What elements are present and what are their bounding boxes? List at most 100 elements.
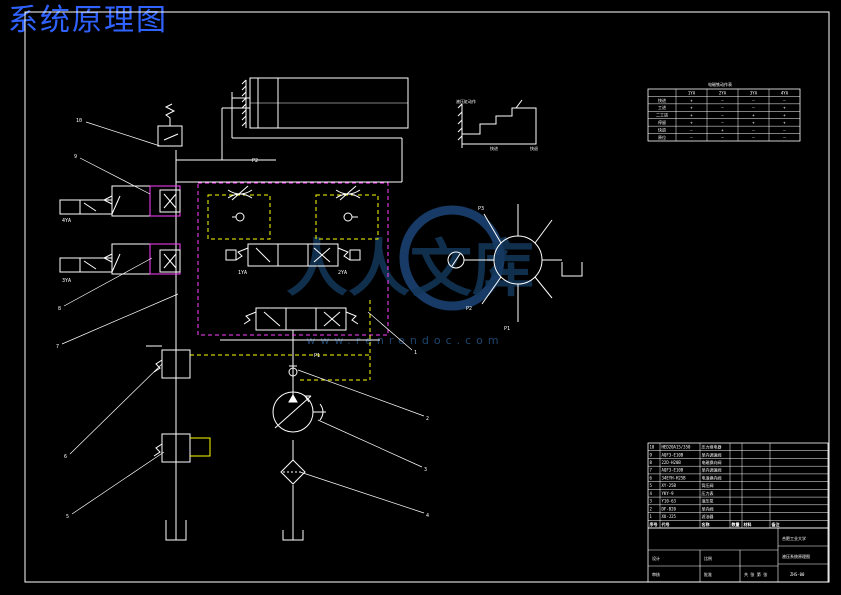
label-1ya: 1YA: [238, 270, 247, 276]
work-cycle-diagram: [457, 99, 537, 148]
parts-list-cell: 电磁换向阀: [702, 459, 722, 465]
parts-list-cell: DF-B20: [662, 506, 677, 511]
action-table-cell: +: [783, 120, 786, 125]
parts-list-cell: 7: [650, 468, 653, 473]
action-table-cell: +: [690, 98, 693, 103]
parts-list-cell: HED20A15/350: [662, 445, 691, 450]
drawing-frame: [24, 11, 830, 583]
parts-list-cell: 8: [650, 460, 653, 465]
watermark: 人人文库 www.renrendoc.com: [286, 205, 534, 347]
parts-list-cell: 背压阀: [702, 482, 714, 488]
action-table-cell: —: [721, 120, 724, 125]
cycle-left-label: 快进: [490, 145, 498, 151]
action-table-cell: +: [783, 105, 786, 110]
action-table-cell: 快退: [658, 126, 666, 132]
action-table-header: 4YA: [781, 90, 789, 95]
title-block: 合肥工业大学 液压系统原理图 ZHS-00 设计 比例 审核 批准 共 张 第 …: [647, 527, 829, 583]
parts-list-header: 序号: [649, 521, 658, 527]
action-table-cell: —: [783, 127, 786, 132]
parts-list-cell: 单向阀: [702, 505, 714, 511]
callout-9: 9: [74, 154, 77, 160]
action-table-header: 3YA: [750, 90, 758, 95]
parts-list-cell: Y10-63: [662, 499, 677, 504]
action-table-cell: +: [690, 120, 693, 125]
action-table-cell: —: [783, 135, 786, 140]
action-table-header: 1YA: [688, 90, 696, 95]
label-4ya: 4YA: [62, 218, 71, 224]
throttle-valves: [227, 185, 361, 222]
back-pressure-valve-4: [153, 433, 211, 463]
tank-symbols: [165, 262, 583, 541]
pressure-gauge-station: [447, 204, 562, 322]
callout-8: 8: [58, 306, 61, 312]
title-block-checker: 审核: [652, 571, 660, 577]
parts-list-cell: AQF3-E10B: [662, 452, 684, 457]
main-pipelines: [175, 150, 402, 540]
label-port-p1: P1: [314, 353, 320, 359]
callout-10: 10: [76, 118, 82, 124]
valve-8: [59, 243, 181, 275]
check-valve: [288, 365, 298, 377]
pilot-valve: [225, 243, 361, 267]
label-gauge-p2: P2: [466, 306, 472, 312]
watermark-ring: [399, 205, 505, 311]
action-table-cell: +: [783, 113, 786, 118]
parts-list-header: 名称: [702, 521, 710, 527]
action-table-header: 2YA: [719, 90, 727, 95]
label-gauge-p3: P3: [478, 206, 484, 212]
callout-7: 7: [56, 344, 59, 350]
hydraulic-cylinder: [221, 77, 409, 182]
parts-list-cell: 4: [650, 491, 653, 496]
action-table-cell: —: [752, 105, 755, 110]
parts-list-cell: 2: [650, 506, 653, 511]
parts-list-cell: 液压泵: [702, 498, 714, 504]
title-block-drawing-no: ZHS-00: [790, 572, 805, 577]
callout-3: 3: [424, 467, 427, 473]
pressure-switch: [157, 103, 183, 147]
cycle-title: 液压缸动作: [456, 98, 476, 104]
label-2ya: 2YA: [338, 270, 347, 276]
action-table-cell: —: [721, 98, 724, 103]
parts-list-cell: 9: [650, 452, 653, 457]
parts-list-cell: 压力继电器: [702, 444, 722, 450]
title-block-scale: 比例: [704, 555, 712, 561]
parts-list-cell: YKY-9: [662, 491, 675, 496]
action-table-cell: —: [690, 135, 693, 140]
parts-list-cell: 电液换向阀: [702, 474, 722, 480]
parts-list-cell: 滤油器: [702, 513, 714, 519]
action-table-cell: 工进: [658, 104, 666, 110]
parts-list-header: 数量: [731, 521, 740, 527]
label-gauge-p1: P1: [504, 326, 510, 332]
action-table-cell: —: [721, 113, 724, 118]
action-table-cell: +: [690, 105, 693, 110]
watermark-url: www.renrendoc.com: [306, 334, 503, 347]
title-block-sheet: 共 张 第 张: [744, 571, 767, 577]
main-directional-valve: [243, 307, 359, 331]
watermark-brand: 人人文库: [286, 232, 534, 305]
action-table-cell: —: [690, 127, 693, 132]
parts-list-cell: 10: [650, 445, 655, 450]
action-table-cell: —: [752, 135, 755, 140]
action-table-cell: 快进: [658, 97, 666, 103]
action-table-cell: —: [783, 98, 786, 103]
filter: [280, 459, 306, 485]
parts-list-cell: 3: [650, 499, 653, 504]
parts-list-cell: 单向调速阀: [702, 467, 722, 473]
pilot-lines: [190, 194, 379, 381]
control-block-boundary: [197, 182, 389, 336]
action-table-cell: —: [752, 127, 755, 132]
action-table-cell: 原位: [658, 134, 666, 140]
callout-numbers: 10 9 8 7 6 5 4 3 2 1: [56, 118, 429, 520]
action-table-cell: —: [721, 105, 724, 110]
valve-9: [59, 185, 181, 217]
title-block-school: 合肥工业大学: [782, 535, 806, 541]
page-title: 系统原理图: [8, 3, 168, 38]
parts-list-cell: 单向调速阀: [702, 451, 722, 457]
action-table-title: 电磁铁动作表: [708, 81, 732, 87]
action-table-cell: +: [721, 127, 724, 132]
title-block-drawing-name: 液压系统原理图: [782, 553, 810, 559]
cycle-right-label: 快退: [530, 145, 538, 151]
action-table-cell: 二工进: [656, 112, 668, 118]
